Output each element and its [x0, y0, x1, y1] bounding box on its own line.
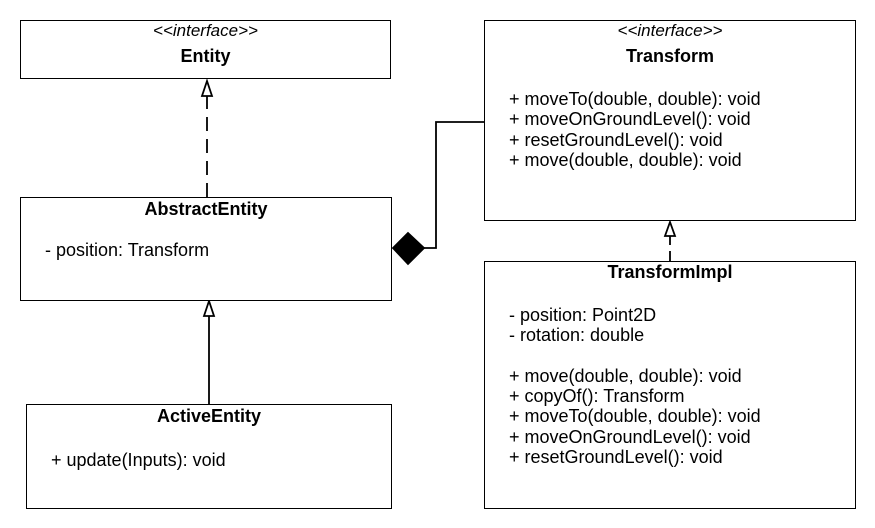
transformimpl-attribute: - rotation: double [509, 325, 645, 346]
transform-method: + resetGroundLevel(): void [509, 129, 723, 150]
transform-method: + move(double, double): void [509, 149, 742, 170]
transformimpl-method: + copyOf(): Transform [509, 386, 685, 407]
transform-methods: + moveTo(double, double): void + moveOnG… [509, 89, 761, 170]
generalization-arrowhead-abstractentity [202, 298, 216, 317]
transform-method: + moveTo(double, double): void [509, 89, 761, 109]
transformimpl-name: TransformImpl [607, 262, 733, 282]
class-transformimpl[interactable]: TransformImpl - position: Point2D - rota… [484, 261, 856, 509]
transformimpl-method: + move(double, double): void [509, 365, 742, 386]
class-transform[interactable]: <<interface>> Transform + moveTo(double,… [484, 20, 856, 221]
entity-name: Entity [180, 46, 231, 66]
composition-abstractentity-transform [424, 121, 485, 249]
transformimpl-separator [509, 346, 761, 366]
class-activeentity[interactable]: ActiveEntity + update(Inputs): void [26, 404, 392, 509]
entity-stereotype: <<interface>> [153, 21, 258, 40]
realization-arrowhead-entity [200, 78, 214, 97]
class-abstractentity[interactable]: AbstractEntity - position: Transform [20, 197, 392, 301]
transformimpl-members: - position: Point2D - rotation: double +… [509, 305, 761, 467]
transformimpl-method: + moveTo(double, double): void [509, 406, 761, 427]
transform-method: + moveOnGroundLevel(): void [509, 109, 751, 130]
abstractentity-attributes: - position: Transform [45, 240, 209, 260]
class-entity[interactable]: <<interface>> Entity [20, 20, 391, 79]
abstractentity-attribute: - position: Transform [45, 240, 210, 260]
transform-stereotype: <<interface>> [617, 21, 723, 40]
composition-diamond [391, 231, 426, 266]
realization-arrowhead-transform [663, 219, 677, 237]
transformimpl-method: + resetGroundLevel(): void [509, 447, 723, 468]
activeentity-methods: + update(Inputs): void [51, 450, 226, 470]
activeentity-method: + update(Inputs): void [51, 450, 226, 470]
transformimpl-method: + moveOnGroundLevel(): void [509, 426, 751, 447]
abstractentity-name: AbstractEntity [144, 199, 268, 219]
transformimpl-attribute: - position: Point2D [509, 305, 657, 325]
activeentity-name: ActiveEntity [156, 406, 262, 426]
transform-name: Transform [625, 46, 715, 66]
